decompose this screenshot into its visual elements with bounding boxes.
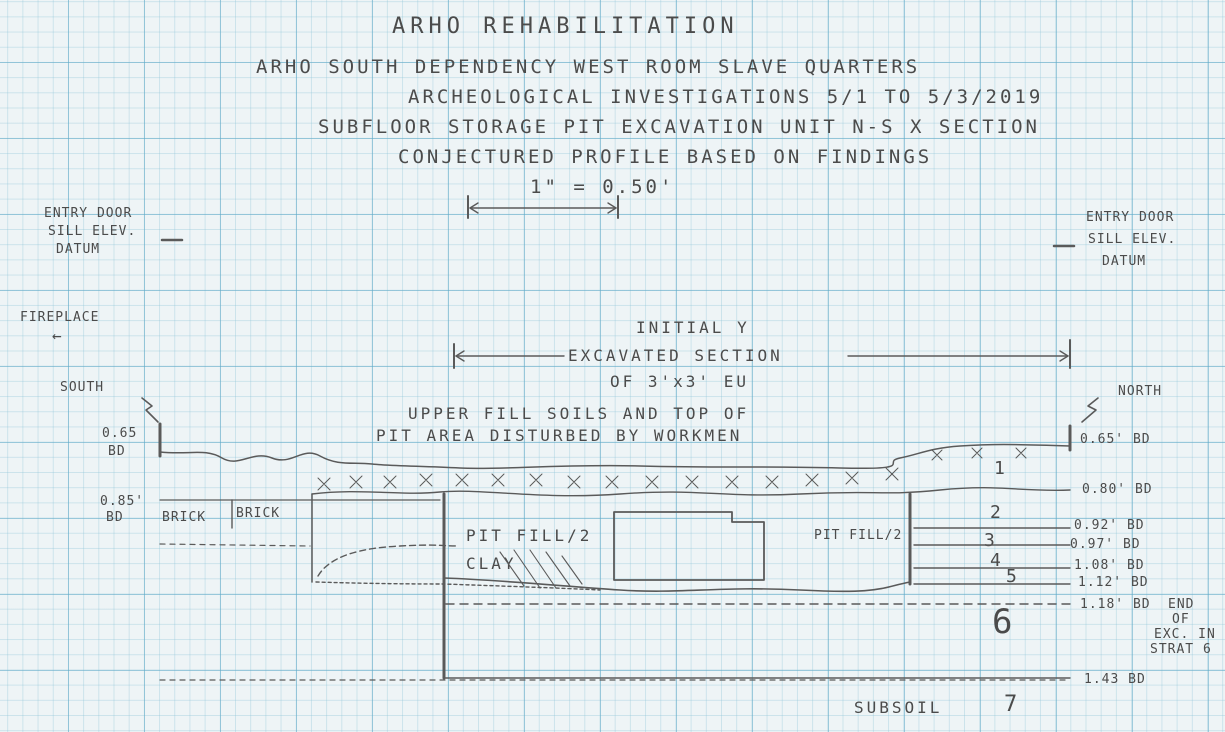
fireplace-label: FIREPLACE [20, 310, 100, 325]
drawing-title: ARHO REHABILITATION [392, 14, 739, 39]
stratum-4: 4 [990, 550, 1001, 571]
south-label: SOUTH [60, 380, 105, 395]
excavated-section-line-2: EXCAVATED SECTION [568, 346, 783, 365]
excavated-section-line-3: OF 3'x3' EU [610, 372, 749, 391]
right-elevation-092: 0.92' BD [1074, 518, 1145, 533]
right-elevation-143: 1.43 BD [1084, 672, 1146, 687]
stratum-5: 5 [1006, 566, 1017, 587]
right-elevation-097: 0.97' BD [1070, 537, 1141, 552]
right-elevation-108: 1.08' BD [1074, 558, 1145, 573]
left-elevation-065-bd: BD [108, 444, 126, 459]
brick-label-2: BRICK [236, 506, 281, 521]
brick-label-1: BRICK [162, 510, 207, 525]
subtitle-line-3: SUBFLOOR STORAGE PIT EXCAVATION UNIT N-S… [318, 116, 1040, 138]
stratum-6: 6 [992, 602, 1013, 642]
fill-hatching [317, 447, 1027, 491]
pit-base-line [443, 577, 911, 593]
left-elevation-085-bd: BD [106, 510, 124, 525]
left-elevation-085: 0.85' [100, 494, 145, 509]
fill-base-line [311, 487, 1071, 497]
datum-right-line-2: SILL ELEV. [1088, 232, 1177, 247]
clay-lens-top [317, 544, 459, 577]
fill-note-line-1: UPPER FILL SOILS AND TOP OF [408, 404, 750, 423]
end-note-line-1: END [1168, 597, 1195, 612]
end-note-line-3: EXC. IN [1154, 627, 1216, 642]
subtitle-line-2: ARCHEOLOGICAL INVESTIGATIONS 5/1 TO 5/3/… [408, 86, 1044, 108]
pit-fill-left-label: PIT FILL/2 [466, 526, 593, 545]
pit-fill-right-label: PIT FILL/2 [814, 528, 903, 543]
clay-hatch [499, 549, 583, 589]
pit-inner-box [613, 511, 765, 581]
ground-surface-line [159, 443, 1071, 470]
scale-bar-arrow-left [469, 202, 479, 214]
right-elevation-118: 1.18' BD [1080, 597, 1151, 612]
excavated-arrow-left [455, 350, 465, 362]
left-elevation-065: 0.65 [102, 426, 138, 441]
south-break-mark [141, 397, 159, 423]
north-label: NORTH [1118, 384, 1163, 399]
clay-label: CLAY [466, 554, 517, 573]
excavated-section-line-1: INITIAL Y [636, 318, 750, 337]
fireplace-arrow-icon: ← [52, 326, 65, 345]
right-elevation-065: 0.65' BD [1080, 432, 1151, 447]
stratum-2: 2 [990, 502, 1001, 523]
brick-base-dashed [159, 543, 311, 547]
scale-label: 1" = 0.50' [530, 176, 675, 198]
excavated-arrow-right [1059, 350, 1069, 362]
stratum-1: 1 [994, 458, 1005, 479]
end-note-line-4: STRAT 6 [1150, 642, 1212, 657]
stratum-7: 7 [1004, 692, 1018, 717]
datum-left-line-2: SILL ELEV. [48, 224, 137, 239]
north-break-mark [1081, 397, 1099, 423]
datum-left-line-1: ENTRY DOOR [44, 206, 133, 221]
subtitle-line-1: ARHO SOUTH DEPENDENCY WEST ROOM SLAVE QU… [256, 56, 921, 78]
scale-bar-arrow-right [607, 202, 617, 214]
datum-right-line-1: ENTRY DOOR [1086, 210, 1175, 225]
datum-right-line-3: DATUM [1102, 254, 1147, 269]
end-note-line-2: OF [1172, 612, 1190, 627]
stratum-3: 3 [984, 530, 995, 551]
fill-note-line-2: PIT AREA DISTURBED BY WORKMEN [376, 426, 743, 445]
subsoil-label: SUBSOIL [854, 698, 943, 717]
datum-left-line-3: DATUM [56, 242, 101, 257]
right-elevation-080: 0.80' BD [1082, 482, 1153, 497]
subtitle-line-4: CONJECTURED PROFILE BASED ON FINDINGS [398, 146, 933, 168]
right-elevation-112: 1.12' BD [1078, 575, 1149, 590]
